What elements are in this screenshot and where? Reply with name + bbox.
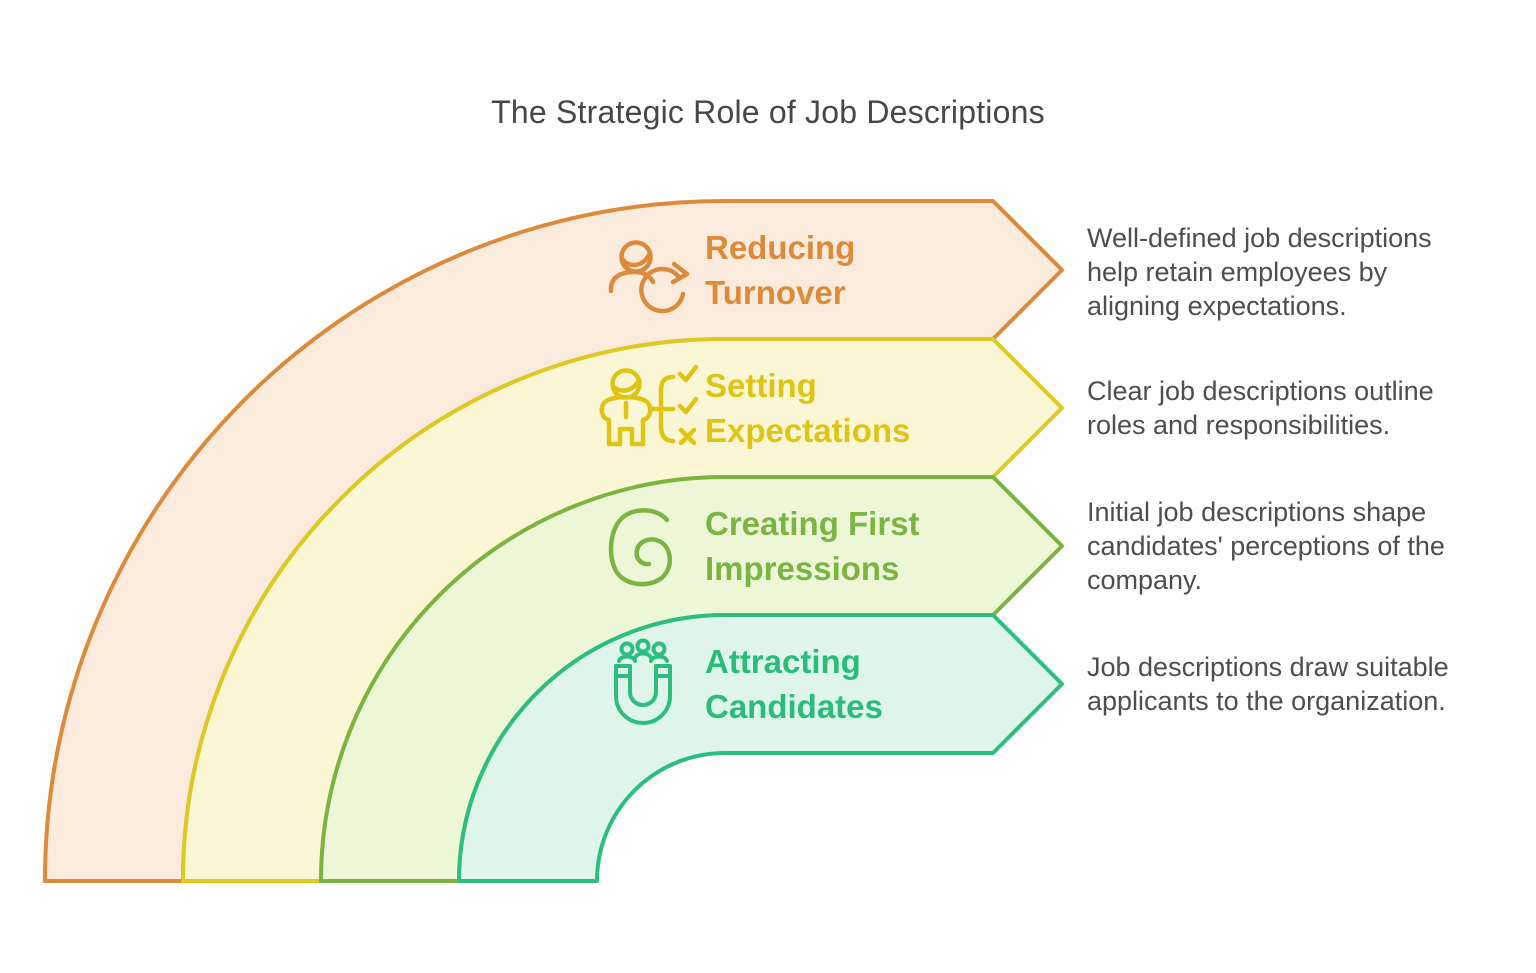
band-description-creating-first-impressions: Initial job descriptions shape candidate… (1087, 497, 1445, 595)
band-label-reducing-turnover: Reducing Turnover (705, 229, 856, 311)
person-refresh-icon (608, 240, 690, 314)
spiral-icon (608, 508, 673, 587)
band-description-reducing-turnover: Well-defined job descriptions help retai… (1087, 223, 1432, 321)
page-title: The Strategic Role of Job Descriptions (491, 94, 1045, 130)
person-checklist-icon (599, 364, 699, 447)
magnet-people-icon (614, 638, 672, 725)
band-label-attracting-candidates: Attracting Candidates (705, 643, 883, 725)
band-description-setting-expectations: Clear job descriptions outline roles and… (1087, 376, 1434, 440)
band-label-setting-expectations: Setting Expectations (705, 367, 911, 449)
band-label-creating-first-impressions: Creating First Impressions (705, 505, 920, 587)
band-shape-attracting-candidates (457, 613, 1064, 883)
band-description-attracting-candidates: Job descriptions draw suitable applicant… (1087, 652, 1449, 716)
